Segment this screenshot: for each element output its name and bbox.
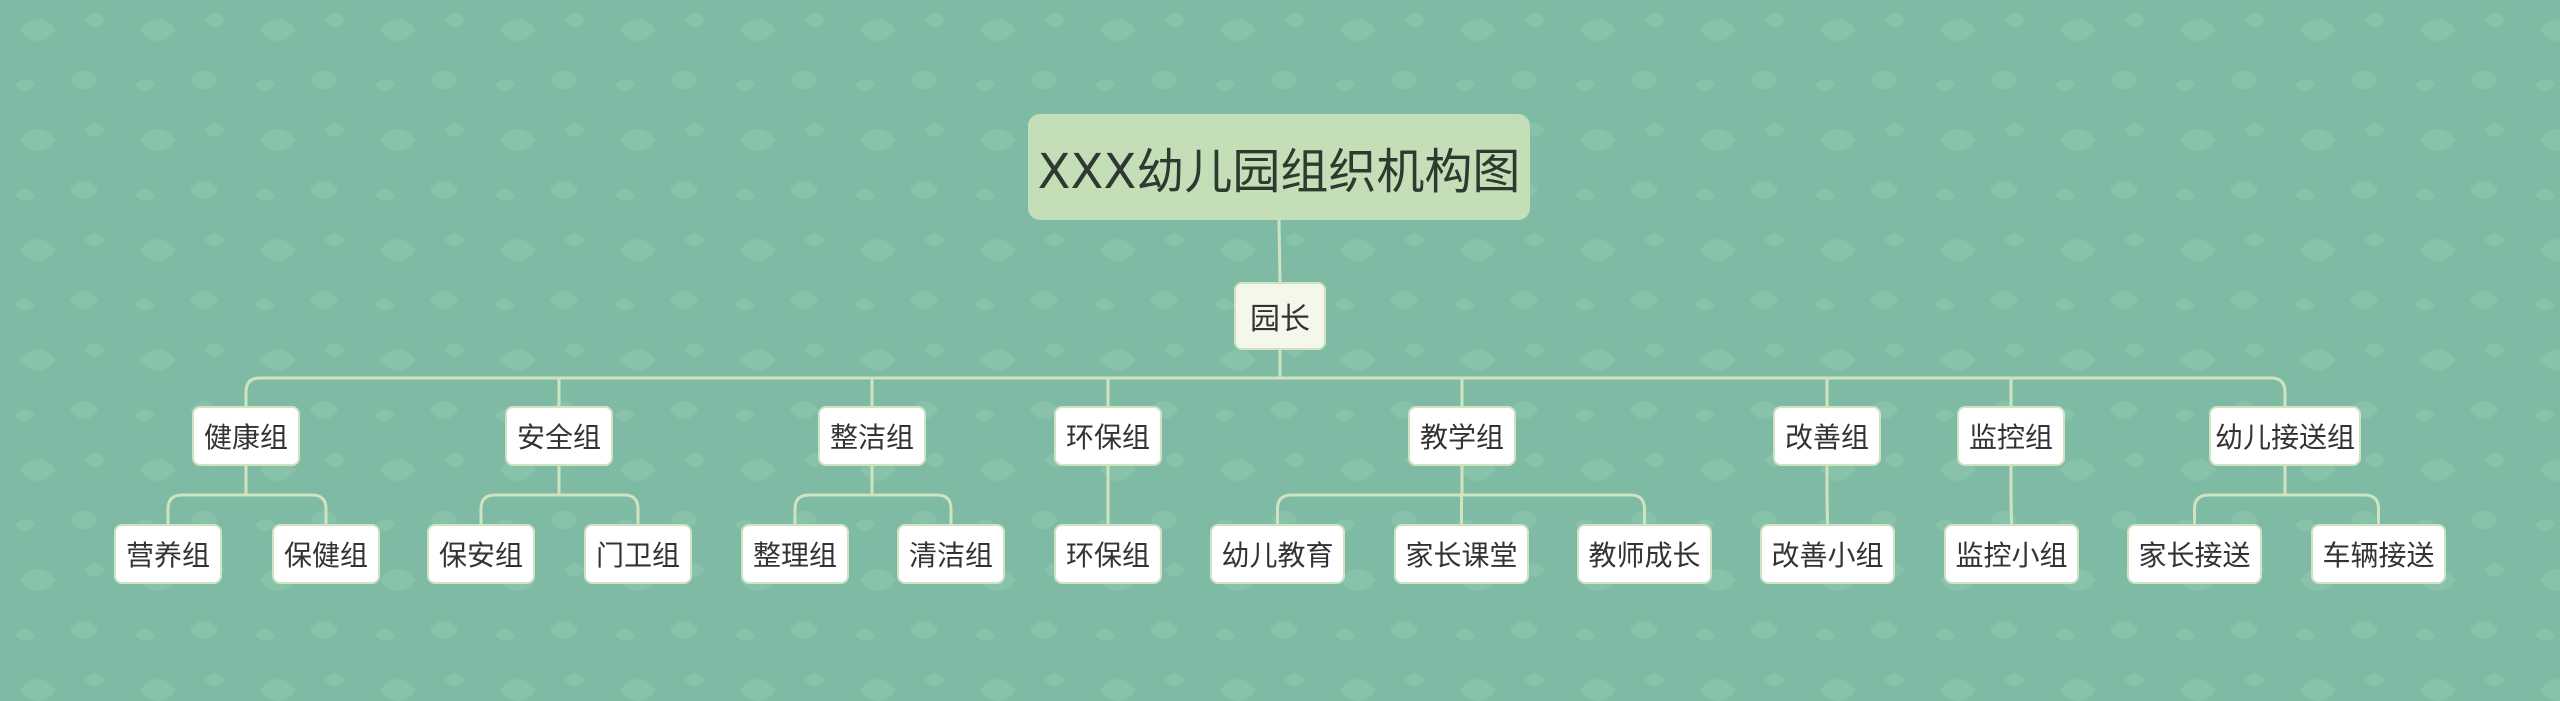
group-4-to-children-branch-0	[1276, 493, 1292, 524]
node-principal: 园长	[1234, 282, 1326, 350]
node-healthcare-team: 保健组	[272, 524, 380, 584]
principal-to-groups-branch-0	[244, 376, 261, 406]
group-1-to-children-branch-0	[479, 493, 496, 524]
node-gatekeeper-team: 门卫组	[584, 524, 692, 584]
node-child-education: 幼儿教育	[1210, 524, 1345, 584]
node-improvement-team: 改善小组	[1760, 524, 1895, 584]
node-safety-group: 安全组	[505, 406, 613, 466]
node-monitoring-group: 监控组	[1957, 406, 2065, 466]
group-4-to-children-branch-2	[1630, 493, 1646, 524]
group-6-to-children-drop	[2009, 494, 2013, 525]
node-health-group: 健康组	[192, 406, 300, 466]
node-cleanliness-group: 整洁组	[818, 406, 926, 466]
node-improvement-group: 改善组	[1773, 406, 1881, 466]
node-teacher-growth: 教师成长	[1577, 524, 1712, 584]
node-transport-group: 幼儿接送组	[2209, 406, 2361, 466]
node-parent-class: 家长课堂	[1394, 524, 1529, 584]
node-security-team: 保安组	[427, 524, 535, 584]
node-monitoring-team: 监控小组	[1944, 524, 2079, 584]
group-1-to-children-branch-1	[623, 493, 640, 524]
group-0-to-children-branch-0	[166, 493, 183, 524]
group-7-to-children-branch-0	[2193, 493, 2209, 524]
node-vehicle-pickup: 车辆接送	[2311, 524, 2446, 584]
group-0-to-children-branch-1	[311, 493, 328, 524]
node-nutrition-team: 营养组	[114, 524, 222, 584]
node-teaching-group: 教学组	[1408, 406, 1516, 466]
node-parent-pickup: 家长接送	[2127, 524, 2262, 584]
node-environment-team: 环保组	[1054, 524, 1162, 584]
node-cleaning-team: 清洁组	[897, 524, 1005, 584]
group-2-to-children-branch-1	[936, 493, 953, 524]
principal-to-groups-branch-7	[2270, 376, 2287, 406]
diagram-title: XXX幼儿园组织机构图	[1028, 114, 1530, 220]
title-to-principal	[1277, 219, 1282, 283]
node-tidying-team: 整理组	[741, 524, 849, 584]
group-7-to-children-branch-1	[2364, 493, 2380, 524]
node-environment-group: 环保组	[1054, 406, 1162, 466]
group-5-to-children-drop	[1825, 494, 1829, 525]
group-2-to-children-branch-0	[793, 493, 810, 524]
